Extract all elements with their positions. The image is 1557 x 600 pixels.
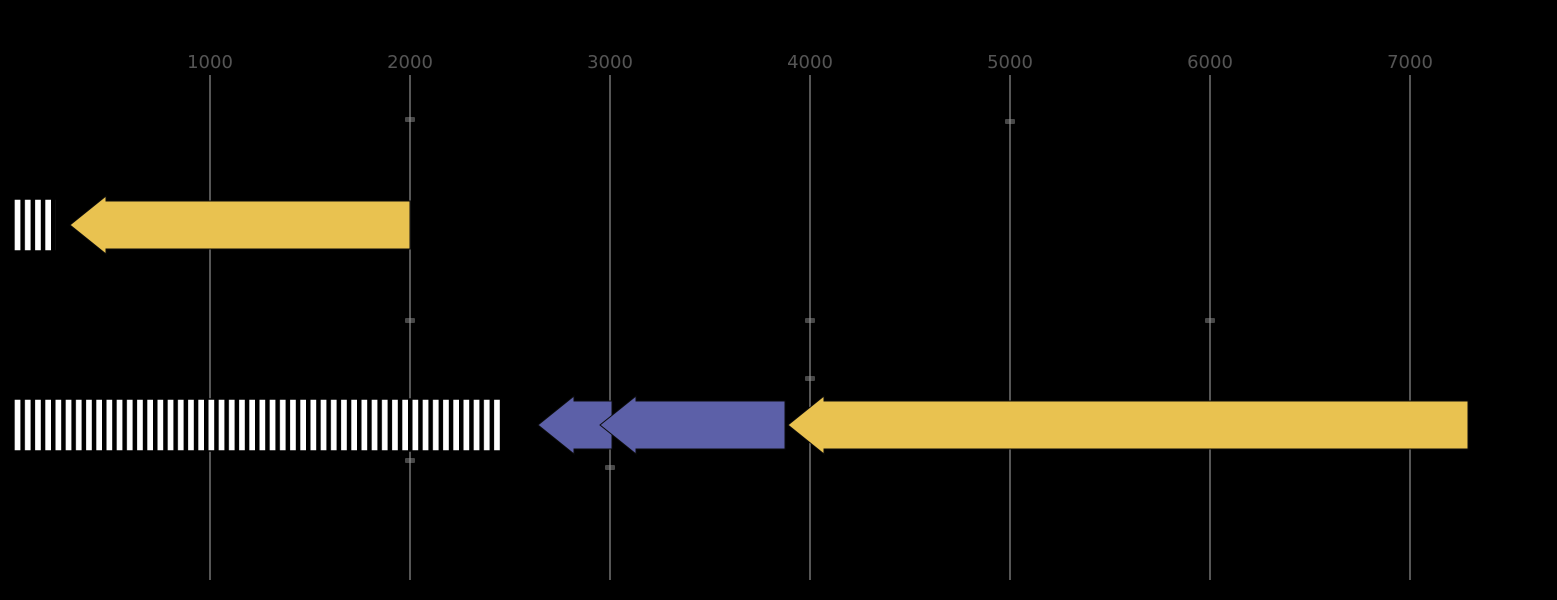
axis-tick-label: 4000: [787, 52, 833, 73]
axis-tick-label: 7000: [1387, 52, 1433, 73]
axis-tick-label: 3000: [587, 52, 633, 73]
faint-mark: [405, 458, 415, 463]
hatched-region: [9, 198, 57, 252]
gene-arrow-gold: [69, 194, 411, 256]
faint-mark: [1005, 119, 1015, 124]
axis-tick-label: 2000: [387, 52, 433, 73]
axis-tick-label: 6000: [1187, 52, 1233, 73]
axis-tick-label: 1000: [187, 52, 233, 73]
faint-mark: [405, 318, 415, 323]
gene-arrow-gold: [787, 394, 1469, 456]
faint-mark: [805, 318, 815, 323]
axis-tick-label: 5000: [987, 52, 1033, 73]
gene-arrow-purple: [599, 394, 786, 456]
faint-mark: [805, 376, 815, 381]
hatched-region: [9, 398, 505, 452]
faint-mark: [605, 465, 615, 470]
faint-mark: [1205, 318, 1215, 323]
faint-mark: [405, 117, 415, 122]
